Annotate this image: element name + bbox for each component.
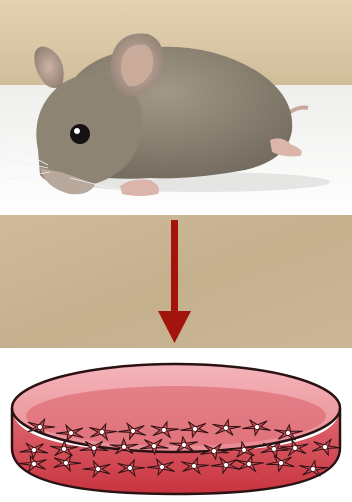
- cell-nucleus: [122, 445, 127, 450]
- cell-nucleus: [32, 448, 37, 453]
- cell-nucleus: [323, 445, 328, 450]
- cell-nucleus: [162, 428, 167, 433]
- cell-nucleus: [224, 463, 229, 468]
- mouse-eye: [70, 124, 90, 144]
- cell-nucleus: [247, 462, 252, 467]
- arrow-shaft: [171, 220, 178, 313]
- cell-nucleus: [32, 462, 37, 467]
- mouse-photo: [0, 0, 352, 215]
- cell-nucleus: [128, 466, 133, 471]
- petri-dish-icon: [0, 348, 352, 502]
- cell-nucleus: [69, 431, 74, 436]
- petri-dish-drawing: [0, 348, 352, 502]
- cell-nucleus: [293, 446, 298, 451]
- cell-nucleus: [131, 429, 136, 434]
- cell-nucleus: [62, 447, 67, 452]
- cell-nucleus: [193, 427, 198, 432]
- cell-nucleus: [160, 465, 165, 470]
- cell-nucleus: [286, 431, 291, 436]
- cell-nucleus: [152, 444, 157, 449]
- mouse-illustration: [0, 0, 352, 215]
- cell-nucleus: [100, 430, 105, 435]
- cell-nucleus: [192, 464, 197, 469]
- cell-nucleus: [212, 449, 217, 454]
- cell-nucleus: [255, 425, 260, 430]
- arrow-down-icon: [0, 215, 352, 348]
- cell-nucleus: [242, 448, 247, 453]
- cell-nucleus: [311, 467, 316, 472]
- cell-nucleus: [92, 446, 97, 451]
- cell-nucleus: [279, 461, 284, 466]
- cell-nucleus: [96, 467, 101, 472]
- cell-nucleus: [64, 461, 69, 466]
- cell-nucleus: [272, 447, 277, 452]
- mouse-eye-highlight: [74, 128, 80, 134]
- cell-nucleus: [224, 426, 229, 431]
- arrow-panel: [0, 215, 352, 348]
- cell-nucleus: [38, 425, 43, 430]
- cell-nucleus: [182, 443, 187, 448]
